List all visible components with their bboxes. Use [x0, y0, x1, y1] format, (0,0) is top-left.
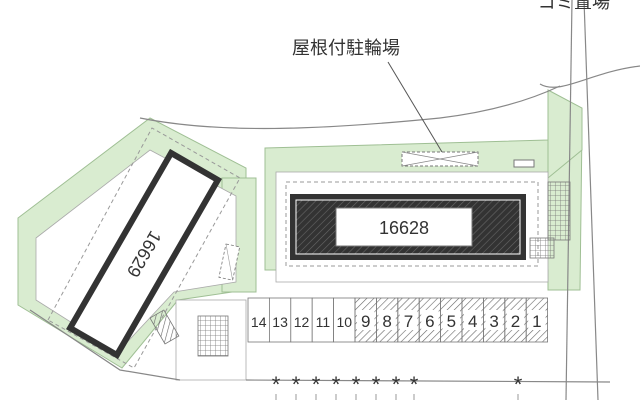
parking-marker: * — [514, 372, 523, 397]
bike-parking-label: 屋根付駐輪場 — [292, 38, 400, 58]
parking-slot-number: 8 — [382, 312, 391, 331]
parking-markers: * * * * * * * * * — [272, 372, 523, 400]
parking-slot-label-bg — [421, 310, 439, 330]
parking-marker: * — [272, 372, 281, 397]
garbage-area-label: ゴミ置場 — [538, 0, 610, 12]
parking-slot-label-bg — [271, 310, 289, 330]
parking-slot-number: 2 — [511, 312, 520, 331]
stair-structures — [149, 181, 571, 357]
bike-parking-leader — [387, 61, 443, 153]
parking-slot-label-bg — [506, 310, 525, 330]
parking-marker: * — [292, 372, 301, 397]
building-16629[interactable]: 16629 — [66, 148, 222, 360]
small-fixture — [513, 159, 535, 168]
parking-slot-number: 12 — [294, 314, 310, 330]
parking-slot-number: 11 — [316, 314, 331, 330]
building-16628[interactable]: 16628 — [290, 194, 526, 260]
parking-marker: * — [332, 372, 341, 397]
parking-slot-label-bg — [485, 310, 503, 330]
parking-slot-number: 9 — [361, 312, 370, 331]
parking-slot-7[interactable]: 7 — [397, 297, 420, 343]
parking-slot-label-bg — [250, 310, 268, 330]
parking-slot-number: 5 — [447, 312, 456, 331]
parking-slot-6[interactable]: 6 — [418, 297, 442, 343]
building-16628-label: 16628 — [379, 218, 429, 238]
parking-slot-4[interactable]: 4 — [461, 297, 484, 343]
parking-marker: * — [392, 372, 401, 397]
parking-slot-2[interactable]: 2 — [504, 297, 527, 343]
parking-slot-8[interactable]: 8 — [375, 297, 399, 343]
parking-marker: * — [410, 372, 419, 397]
parking-slot-11[interactable]: 11 — [311, 297, 335, 343]
parking-slot-label-bg — [378, 310, 396, 330]
parking-slot-number: 10 — [337, 314, 353, 330]
parking-slot-number: 13 — [272, 314, 288, 330]
parking-slot-label-bg — [314, 310, 332, 330]
parking-slot-14[interactable]: 14 — [247, 297, 270, 343]
dashed-outlines — [47, 127, 539, 369]
parking-slot-number: 4 — [468, 312, 477, 331]
parking-slot-number: 14 — [251, 314, 267, 330]
parking-slot-number: 7 — [404, 312, 413, 331]
parking-slot-label-bg — [292, 310, 311, 330]
parking-slot-label-bg — [399, 310, 418, 330]
parking-marker: * — [312, 372, 321, 397]
roads — [29, 0, 640, 400]
parking-marker: * — [372, 372, 381, 397]
parking-slot-label-bg — [528, 310, 546, 330]
parking-slot-5[interactable]: 5 — [440, 297, 463, 343]
parking-slot-label-bg — [357, 310, 375, 330]
parking-slot-label-bg — [464, 310, 482, 330]
parking-slot-label-bg — [442, 310, 460, 330]
parking-slot-number: 1 — [532, 312, 541, 331]
parking-slot-3[interactable]: 3 — [482, 297, 506, 343]
parking-slot-12[interactable]: 12 — [290, 297, 313, 343]
parking-slot-9[interactable]: 9 — [354, 297, 377, 343]
parking-slot-number: 6 — [425, 312, 434, 331]
parking-slot-label-bg — [335, 310, 353, 330]
parking-slot-1[interactable]: 1 — [525, 297, 549, 343]
parking-marker: * — [352, 372, 361, 397]
parking-slot-number: 3 — [489, 312, 498, 331]
covered-bike-parking[interactable]: 屋根付駐輪場 — [292, 38, 479, 167]
parking-slot-13[interactable]: 13 — [268, 297, 292, 343]
parking-slot-10[interactable]: 10 — [333, 297, 356, 343]
